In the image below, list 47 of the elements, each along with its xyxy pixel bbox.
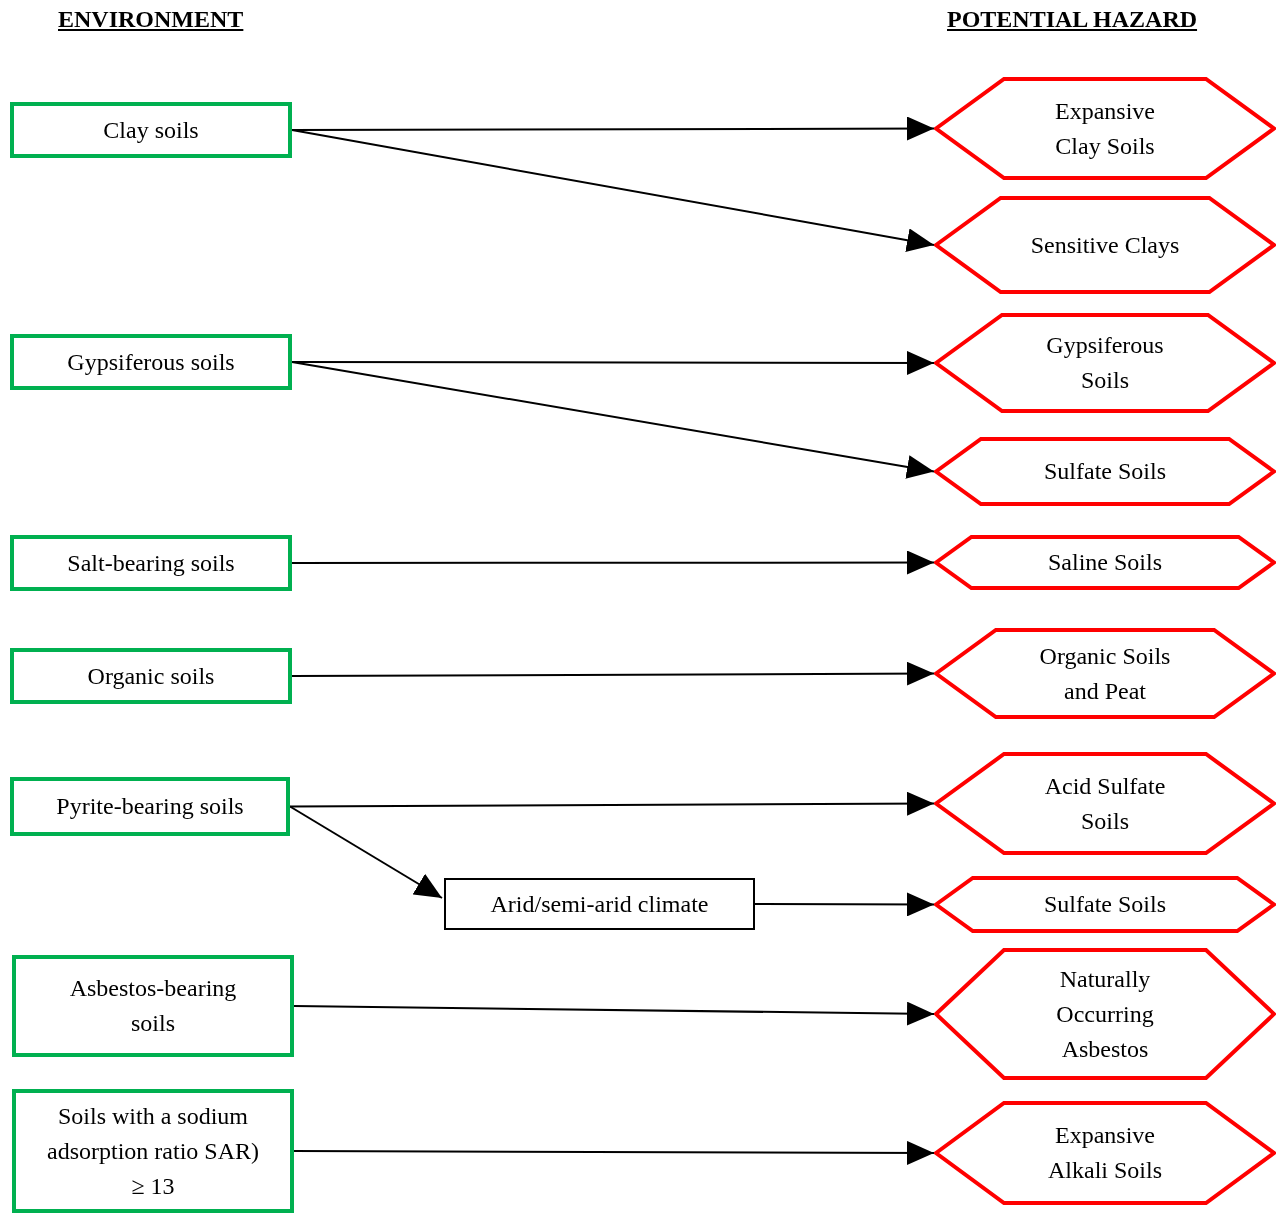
column-heading: POTENTIAL HAZARD	[947, 6, 1198, 33]
node-label: Gypsiferous soils	[67, 347, 235, 377]
hazard-hexagon	[934, 437, 1276, 506]
arrow	[291, 361, 935, 479]
hazard-hexagon	[934, 313, 1276, 413]
arrow	[291, 661, 935, 686]
node-label: Sulfate Soils	[1043, 457, 1167, 486]
environment-box	[12, 955, 294, 1057]
arrow	[289, 791, 935, 816]
hazard-hexagon	[934, 876, 1276, 933]
environment-box	[10, 535, 292, 591]
node-label: Organic Soils and Peat	[1038, 641, 1172, 706]
hazard-hexagon	[934, 535, 1276, 590]
node-label: Salt-bearing soils	[67, 548, 235, 578]
node-label: Sensitive Clays	[1030, 230, 1180, 260]
node-label: Organic soils	[87, 661, 215, 691]
node-label: Acid Sulfate Soils	[1043, 771, 1167, 836]
environment-box	[10, 777, 290, 836]
node-label: Arid/semi-arid climate	[490, 889, 709, 919]
hazard-hexagon	[934, 196, 1276, 294]
node-label: Naturally Occurring Asbestos	[1055, 964, 1155, 1064]
arrow	[754, 892, 935, 917]
hazard-hexagon	[934, 752, 1276, 855]
node-label: Soils with a sodium adsorption ratio SAR) ≥ 13	[46, 1101, 260, 1201]
environment-box	[10, 648, 292, 704]
hazard-hexagon	[934, 948, 1276, 1080]
arrow	[293, 1001, 935, 1026]
environment-box	[10, 334, 292, 390]
hazard-hexagon	[934, 1101, 1276, 1205]
hazard-hexagon	[934, 77, 1276, 180]
node-label: Gypsiferous Soils	[1045, 331, 1165, 395]
node-label: Clay soils	[103, 115, 199, 145]
arrow	[289, 805, 443, 899]
hazard-hexagon	[934, 628, 1276, 719]
node-label: Sulfate Soils	[1043, 890, 1167, 919]
node-label: Pyrite-bearing soils	[56, 792, 244, 821]
condition-box	[444, 878, 755, 930]
environment-box	[12, 1089, 294, 1213]
node-label: Asbestos-bearing soils	[68, 974, 238, 1038]
environment-box	[10, 102, 292, 158]
arrow	[291, 129, 935, 253]
arrow	[293, 1140, 935, 1165]
node-label: Saline Soils	[1047, 548, 1163, 577]
node-label: Expansive Alkali Soils	[1047, 1121, 1163, 1185]
column-heading: ENVIRONMENT	[58, 6, 244, 33]
node-label: Expansive Clay Soils	[1054, 96, 1156, 161]
arrow	[291, 550, 935, 575]
